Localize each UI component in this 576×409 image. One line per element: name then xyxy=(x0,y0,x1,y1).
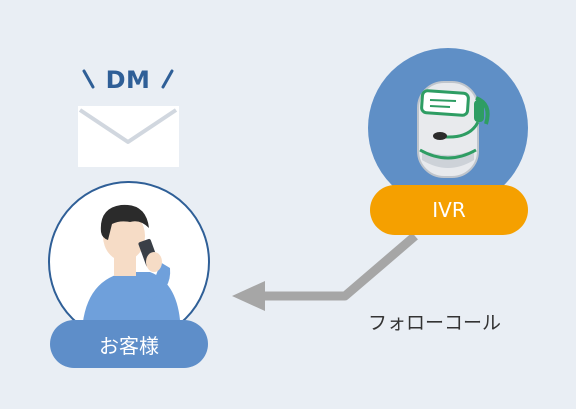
customer-label-text: お客様 xyxy=(99,333,159,358)
ivr-avatar xyxy=(368,48,528,208)
follow-call-label: フォローコール xyxy=(368,312,502,334)
ivr-label: IVR xyxy=(370,185,528,235)
envelope-icon xyxy=(78,106,179,167)
dm-label: DM xyxy=(78,64,178,98)
dm-emphasis-marks xyxy=(82,69,174,89)
customer-label: お客様 xyxy=(50,320,208,368)
dm-text: DM xyxy=(105,66,151,94)
ivr-label-text: IVR xyxy=(432,198,466,222)
follow-call-arrow xyxy=(232,232,418,311)
